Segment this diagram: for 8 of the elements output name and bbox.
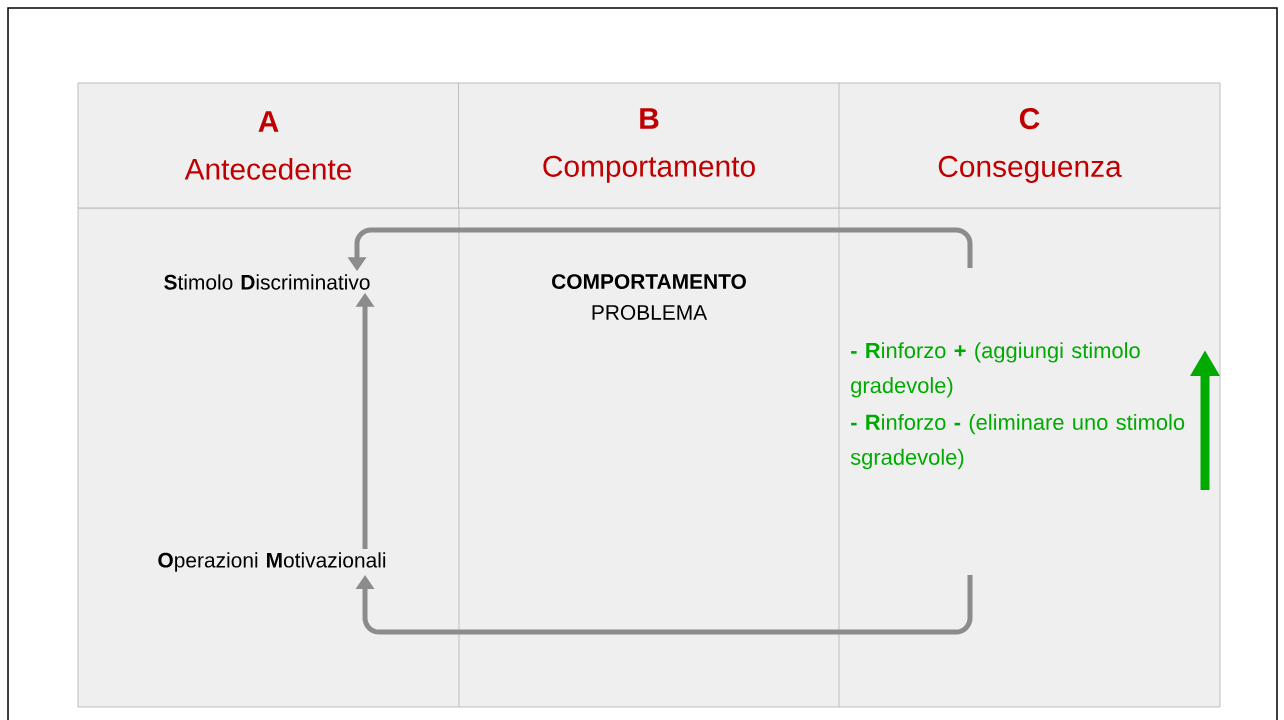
consequence-text: - Rinforzo + (aggiungi stimolo gradevole) - Rinforzo - (eliminare uno stimolo sgradevole): [850, 342, 1185, 470]
header-cell: C Conseguenza: [838, 82, 1221, 209]
header-cell: B Comportamento: [458, 82, 840, 209]
label-text: COMPORTAMENTO PROBLEMA: [552, 274, 746, 320]
label-text: Operazioni Motivazionali: [158, 552, 386, 572]
label-text: Stimolo Discriminativo: [164, 274, 370, 290]
arrow: [355, 575, 973, 635]
header-cell: A Antecedente: [77, 82, 460, 209]
